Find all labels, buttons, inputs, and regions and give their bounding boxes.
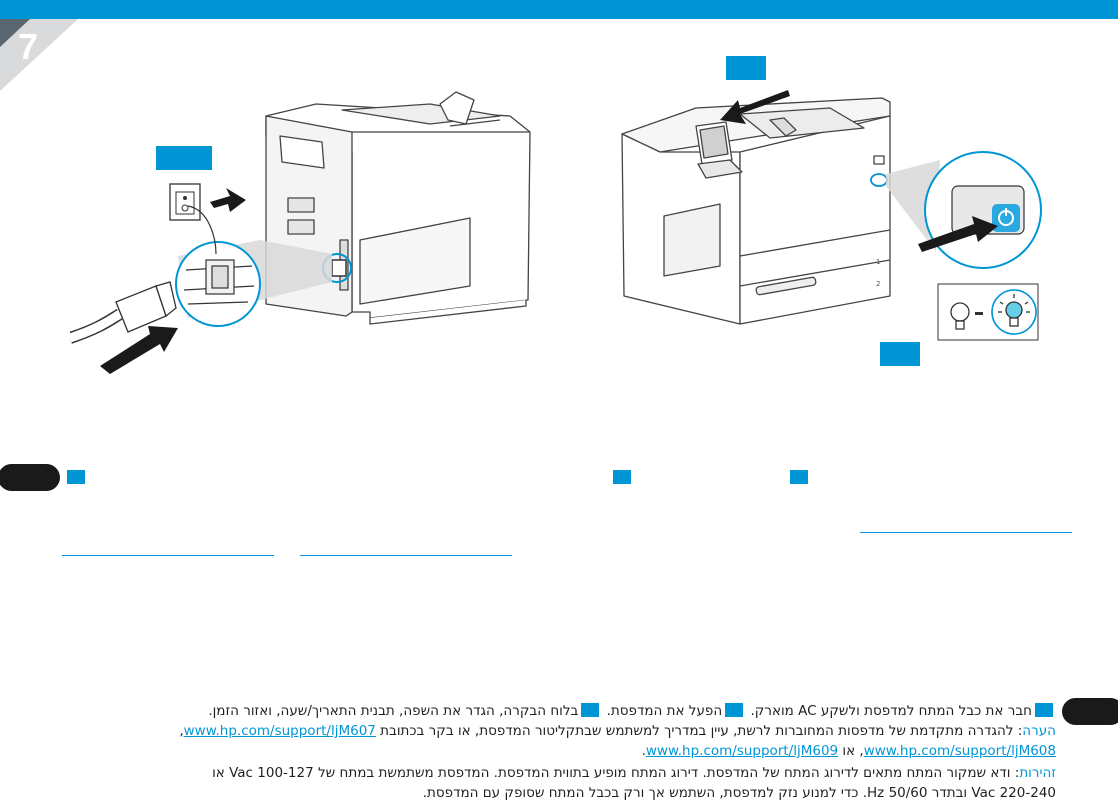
link-placeholder-2[interactable] — [62, 555, 274, 556]
step-marker-b — [725, 703, 743, 717]
language-badge-hebrew — [1062, 698, 1118, 725]
note-line-links: www.hp.com/support/ljM608, או www.hp.com… — [56, 741, 1056, 761]
caution-line-2: 220-240 Vac ובתדר 50/60 Hz. כדי למנוע נז… — [56, 783, 1056, 803]
link-placeholder-3[interactable] — [300, 555, 512, 556]
step-marker-c — [581, 703, 599, 717]
caution-label: זהירות — [1019, 765, 1056, 781]
step-marker-3 — [790, 470, 808, 484]
support-link-m608[interactable]: www.hp.com/support/ljM608 — [864, 743, 1056, 759]
language-badge — [0, 464, 60, 491]
svg-text:1: 1 — [876, 258, 880, 266]
support-link-m607[interactable]: www.hp.com/support/ljM607 — [184, 723, 376, 739]
top-banner — [0, 0, 1118, 19]
printer-front-power-button-illustration: 1 2 — [600, 56, 1050, 366]
support-link-m609[interactable]: www.hp.com/support/ljM609 — [646, 743, 838, 759]
step-marker-a — [1035, 703, 1053, 717]
step-tab: 7 — [0, 19, 90, 94]
caution-line: זהירות: ודא שמקור המתח מתאים לדירוג המתח… — [56, 763, 1056, 783]
step-marker-2 — [613, 470, 631, 484]
note-label: הערה — [1022, 723, 1056, 739]
link-placeholder-1[interactable] — [860, 532, 1072, 533]
printer-rear-power-cord-illustration — [70, 90, 540, 380]
step-marker-1 — [67, 470, 85, 484]
svg-text:2: 2 — [876, 280, 880, 288]
note-line: הערה: להגדרה מתקדמת של מדפסות המחוברות ל… — [56, 721, 1056, 741]
step-number: 7 — [18, 26, 38, 67]
instruction-line-1: חבר את כבל המתח למדפסת ולשקע AC מוארק. ה… — [56, 701, 1056, 721]
